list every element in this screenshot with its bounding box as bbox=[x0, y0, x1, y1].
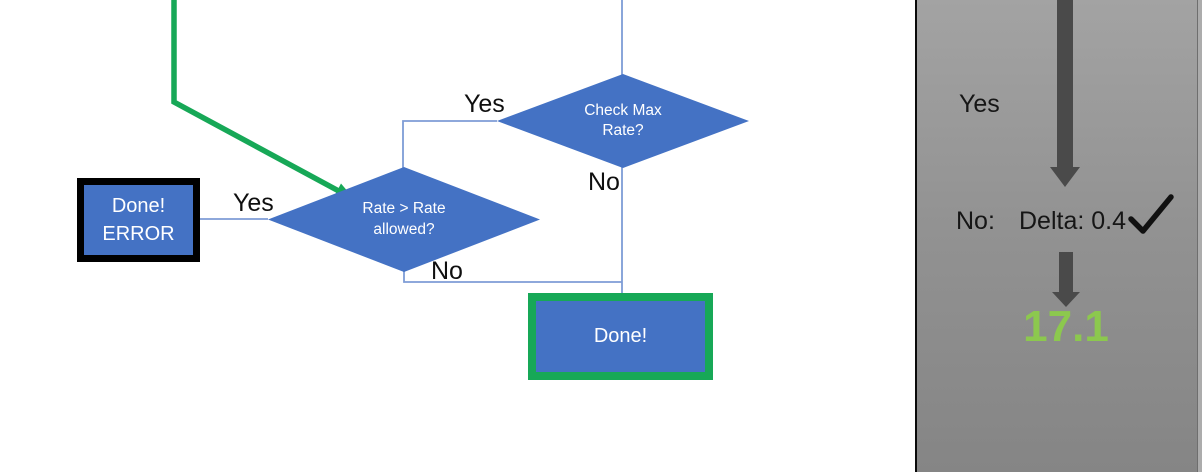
arrow-down-head-icon bbox=[1050, 167, 1080, 187]
done-box: Done! bbox=[528, 293, 713, 380]
done-error-line2: ERROR bbox=[102, 223, 175, 245]
done-box-label: Done! bbox=[593, 325, 648, 347]
panel-no-label: No: bbox=[956, 207, 995, 235]
connector-rate-no bbox=[403, 270, 622, 283]
dimmed-side-panel: Yes No: Delta: 0.4 17.1 bbox=[915, 0, 1202, 472]
decision-rate-allowed-label: Rate > Rate allowed? bbox=[362, 200, 446, 238]
panel-delta-value: Delta: 0.4 bbox=[1019, 207, 1127, 235]
branch-label-no-rate: No bbox=[431, 257, 463, 285]
branch-label-yes-rate: Yes bbox=[233, 189, 274, 217]
done-error-box: Done! ERROR bbox=[77, 178, 200, 262]
panel-right-edge-line bbox=[1197, 0, 1198, 472]
decision-check-max-rate-label: Check Max Rate? bbox=[584, 101, 662, 139]
done-error-line1: Done! bbox=[111, 195, 166, 217]
arrow-down-icon bbox=[1057, 0, 1073, 168]
branch-label-no-checkmax: No bbox=[588, 168, 620, 196]
arrow-down-head-icon bbox=[1052, 292, 1080, 307]
green-arrow bbox=[171, 0, 355, 200]
check-icon bbox=[1128, 194, 1174, 234]
panel-yes-label: Yes bbox=[959, 90, 1000, 118]
branch-label-yes-checkmax: Yes bbox=[464, 90, 505, 118]
panel-arrows bbox=[1050, 0, 1080, 307]
panel-result-value: 17.1 bbox=[1023, 302, 1109, 351]
panel-right-strip bbox=[1198, 0, 1202, 472]
connector-checkmax-yes bbox=[402, 120, 497, 169]
arrow-down-icon bbox=[1059, 252, 1073, 293]
